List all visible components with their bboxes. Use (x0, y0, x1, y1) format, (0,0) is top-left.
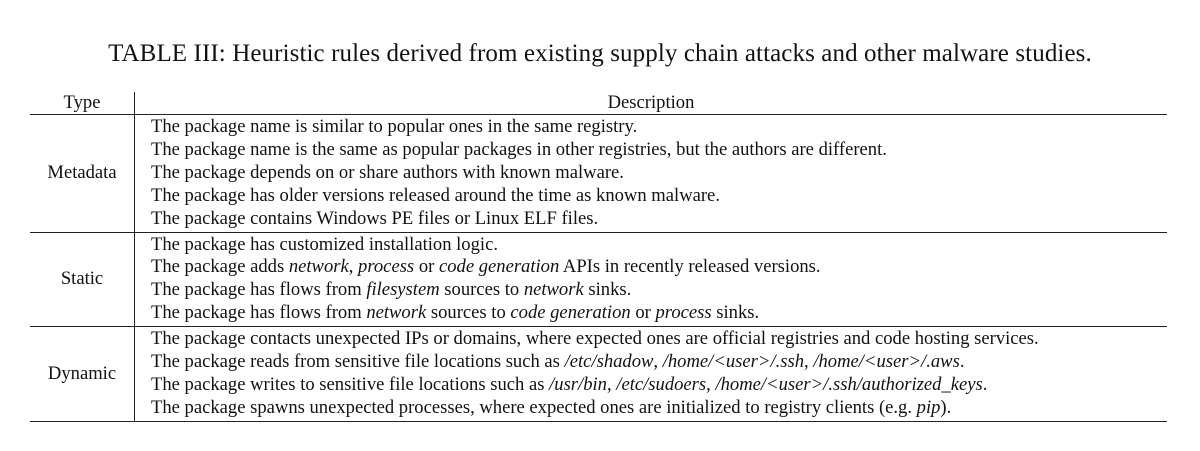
italic-term: code generation (510, 302, 631, 324)
rule-line: The package writes to sensitive file loc… (151, 374, 1167, 397)
rule-text: , (706, 373, 716, 395)
rule-text: sources to (426, 302, 511, 324)
rule-text: The package reads from sensitive file lo… (151, 351, 565, 373)
rule-text: . (982, 373, 988, 395)
rule-text: ). (940, 396, 952, 418)
italic-term: /etc/sudoers (616, 373, 707, 395)
rule-text: sources to (439, 279, 524, 301)
type-cell: Dynamic (30, 326, 135, 422)
rule-line: The package spawns unexpected processes,… (151, 397, 1167, 420)
italic-term: network (288, 256, 349, 278)
rule-line: The package name is the same as popular … (151, 139, 1167, 162)
italic-term: /home/<user>/.aws (813, 351, 960, 373)
italic-term: process (358, 256, 415, 278)
rule-text: The package has older versions released … (151, 184, 720, 206)
rule-line: The package has customized installation … (151, 234, 1167, 257)
italic-term: process (655, 302, 712, 324)
rule-text: The package depends on or share authors … (151, 161, 624, 183)
rule-line: The package has older versions released … (151, 185, 1167, 208)
italic-term: /usr/bin (549, 373, 607, 395)
rule-text: or (414, 256, 439, 278)
italic-term: /etc/shadow (564, 351, 654, 373)
rule-text: . (959, 351, 965, 373)
rule-text: sinks. (583, 279, 632, 301)
table-row-group-metadata: Metadata The package name is similar to p… (30, 114, 1167, 233)
rule-text: The package adds (151, 256, 289, 278)
heuristic-rules-table: Type Description Metadata The package nam… (30, 92, 1167, 422)
rule-text: , (606, 373, 617, 395)
rule-text: The package name is similar to popular o… (151, 116, 638, 137)
rule-text: The package has flows from (151, 302, 367, 324)
type-cell: Metadata (30, 114, 135, 233)
italic-term: pip (916, 396, 941, 418)
italic-term: filesystem (366, 279, 440, 301)
rule-text: The package contacts unexpected IPs or d… (151, 328, 1039, 350)
rule-text: The package spawns unexpected processes,… (151, 396, 917, 418)
rule-text: APIs in recently released versions. (559, 256, 821, 278)
table-row-group-static: Static The package has customized install… (30, 232, 1167, 328)
rule-text: sinks. (711, 302, 760, 324)
rule-text: The package name is the same as popular … (151, 138, 887, 160)
table-row-group-dynamic: Dynamic The package contacts unexpected I… (30, 326, 1167, 422)
italic-term: /home/<user>/.ssh/authorized_keys (715, 373, 983, 395)
rule-text: The package writes to sensitive file loc… (151, 373, 550, 395)
rule-line: The package has flows from filesystem so… (151, 279, 1167, 302)
italic-term: /home/<user>/.ssh (662, 351, 805, 373)
italic-term: network (366, 302, 427, 324)
italic-term: network (523, 279, 584, 301)
description-cell: The package name is similar to popular o… (134, 114, 1167, 233)
description-cell: The package contacts unexpected IPs or d… (134, 326, 1167, 422)
rule-line: The package reads from sensitive file lo… (151, 351, 1167, 374)
type-column-header: Type (30, 92, 135, 115)
rule-line: The package contacts unexpected IPs or d… (151, 328, 1167, 351)
rule-text: The package contains Windows PE files or… (151, 207, 599, 229)
rule-text: , (804, 351, 814, 373)
rule-line: The package adds network, process or cod… (151, 256, 1167, 279)
description-cell: The package has customized installation … (134, 232, 1167, 328)
table-caption: TABLE III: Heuristic rules derived from … (108, 40, 1092, 67)
rule-line: The package contains Windows PE files or… (151, 208, 1167, 231)
description-column-header: Description (134, 92, 1167, 115)
rule-text: The package has flows from (151, 279, 367, 301)
italic-term: code generation (438, 256, 560, 278)
rule-text: , (348, 256, 359, 278)
table-body: Metadata The package name is similar to p… (30, 114, 1167, 422)
rule-line: The package name is similar to popular o… (151, 116, 1167, 139)
rule-text: , (653, 351, 663, 373)
type-cell: Static (30, 232, 135, 328)
rule-text: or (630, 302, 656, 324)
rule-text: The package has customized installation … (151, 233, 498, 255)
rule-line: The package depends on or share authors … (151, 162, 1167, 185)
rule-line: The package has flows from network sourc… (151, 302, 1167, 325)
table-header-row: Type Description (30, 92, 1167, 115)
